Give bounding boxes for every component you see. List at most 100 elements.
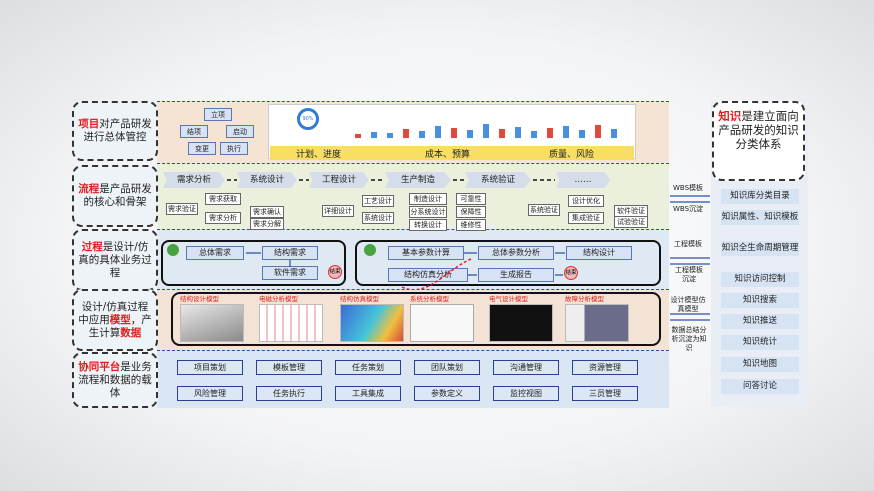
mini-bar bbox=[531, 131, 537, 138]
knowledge-item: 知识推送 bbox=[721, 314, 799, 329]
mini-bar bbox=[403, 129, 409, 138]
model-frame bbox=[171, 292, 661, 346]
flow-sub: 系统设计 bbox=[362, 212, 394, 224]
mini-bar bbox=[611, 129, 617, 138]
mini-bar bbox=[387, 133, 393, 138]
platform-button[interactable]: 工具集成 bbox=[335, 386, 401, 401]
label-model: 设计/仿真过程中应用模型，产生计算数据 bbox=[72, 289, 158, 351]
flow-sub: 保障性 bbox=[456, 206, 486, 218]
flow-stage: …… bbox=[556, 172, 610, 188]
process-step: 结构设计 bbox=[566, 246, 632, 260]
knowledge-item: 知识搜索 bbox=[721, 293, 799, 308]
tree-node: 执行 bbox=[220, 142, 248, 155]
knowledge-item: 知识地图 bbox=[721, 357, 799, 372]
platform-button[interactable]: 任务策划 bbox=[335, 360, 401, 375]
flow-sub: 需求获取 bbox=[205, 193, 241, 205]
end-icon: 结束 bbox=[564, 266, 578, 280]
connector-arrows bbox=[670, 195, 710, 321]
knowledge-item: 问答讨论 bbox=[721, 379, 799, 394]
flow-sub: 设计优化 bbox=[568, 195, 604, 207]
flow-stage: 系统设计 bbox=[237, 172, 297, 188]
knowledge-title: 知识是建立面向产品研发的知识分类体系 bbox=[712, 101, 805, 181]
flow-sub: 需求验证 bbox=[166, 203, 198, 215]
process-step: 总体参数分析 bbox=[478, 246, 554, 260]
platform-button[interactable]: 监控视图 bbox=[493, 386, 559, 401]
mini-bar bbox=[579, 130, 585, 138]
model-image bbox=[410, 304, 474, 342]
model-card: 故障分析模型 bbox=[565, 294, 629, 344]
model-image bbox=[259, 304, 323, 342]
process-right-frame bbox=[355, 240, 661, 286]
mini-bar bbox=[499, 129, 505, 138]
label-process: 过程是设计/仿真的具体业务过程 bbox=[72, 229, 158, 291]
footer-label: 成本、预算 bbox=[425, 150, 471, 160]
mini-bar bbox=[371, 132, 377, 138]
process-step: 结构仿真分析 bbox=[388, 268, 468, 282]
divider bbox=[157, 101, 669, 102]
platform-button[interactable]: 风险管理 bbox=[177, 386, 243, 401]
flow-sub: 需求分解 bbox=[250, 218, 284, 230]
model-card: 结构仿真模型 bbox=[340, 294, 404, 344]
platform-button[interactable]: 沟通管理 bbox=[493, 360, 559, 375]
connector-label: 工程模板 bbox=[674, 240, 702, 248]
mini-bar bbox=[595, 125, 601, 138]
model-image bbox=[180, 304, 244, 342]
model-card: 系统分析模型 bbox=[410, 294, 474, 344]
model-image bbox=[489, 304, 553, 342]
flow-sub: 维修性 bbox=[456, 219, 486, 231]
flow-stage: 工程设计 bbox=[309, 172, 369, 188]
divider bbox=[157, 289, 669, 290]
flow-sub: 可靠性 bbox=[456, 193, 486, 205]
tree-node: 启动 bbox=[226, 125, 254, 138]
mini-bar bbox=[467, 130, 473, 138]
model-image bbox=[340, 304, 404, 342]
process-step: 基本参数计算 bbox=[388, 246, 464, 260]
tree-node: 变更 bbox=[188, 142, 216, 155]
mini-bar bbox=[435, 126, 441, 138]
divider bbox=[157, 350, 669, 351]
mini-bar bbox=[451, 128, 457, 138]
connector-label: 数据总结分析沉淀为知识 bbox=[671, 326, 707, 352]
flow-stage: 需求分析 bbox=[163, 172, 225, 188]
knowledge-item: 知识库分类目录 bbox=[721, 189, 799, 204]
tree-node: 结项 bbox=[180, 125, 208, 138]
label-platform: 协同平台是业务流程和数据的载体 bbox=[72, 352, 158, 408]
flow-sub: 需求确认 bbox=[250, 206, 284, 218]
process-step: 生成报告 bbox=[478, 268, 554, 282]
mini-bar bbox=[355, 134, 361, 138]
knowledge-item: 知识属性、知识模板 bbox=[721, 210, 799, 225]
knowledge-item: 知识访问控制 bbox=[721, 272, 799, 287]
label-project: 项目对产品研发进行总体管控 bbox=[72, 101, 158, 161]
connector-label: WBS沉淀 bbox=[672, 205, 704, 213]
gauge-circle: 90% bbox=[297, 108, 319, 130]
platform-button[interactable]: 资源管理 bbox=[572, 360, 638, 375]
flow-sub: 工艺设计 bbox=[362, 195, 394, 207]
flow-sub: 需求分析 bbox=[205, 212, 241, 224]
flow-stage: 系统验证 bbox=[465, 172, 531, 188]
platform-button[interactable]: 参数定义 bbox=[414, 386, 480, 401]
platform-button[interactable]: 任务执行 bbox=[256, 386, 322, 401]
platform-button[interactable]: 项目策划 bbox=[177, 360, 243, 375]
platform-button[interactable]: 模板管理 bbox=[256, 360, 322, 375]
flow-sub: 详细设计 bbox=[322, 205, 354, 217]
tree-node: 立项 bbox=[204, 108, 232, 121]
flow-sub: 制造设计 bbox=[409, 193, 447, 205]
mini-bar bbox=[483, 124, 489, 138]
flow-sub: 分系统设计 bbox=[409, 206, 447, 218]
footer-label: 质量、风险 bbox=[549, 150, 595, 160]
flow-stage: 生产制造 bbox=[385, 172, 451, 188]
start-icon bbox=[364, 244, 376, 256]
mini-bar bbox=[419, 131, 425, 138]
process-left-frame bbox=[161, 240, 346, 286]
knowledge-item: 知识全生命周期管理 bbox=[721, 241, 799, 256]
project-footer bbox=[270, 146, 634, 160]
platform-button[interactable]: 团队策划 bbox=[414, 360, 480, 375]
divider bbox=[157, 163, 669, 164]
gauge-value: 90% bbox=[302, 116, 314, 122]
knowledge-item: 知识统计 bbox=[721, 335, 799, 350]
start-icon bbox=[167, 244, 179, 256]
mini-bar-chart bbox=[355, 124, 617, 138]
flow-arrows bbox=[227, 179, 555, 181]
platform-button[interactable]: 三员管理 bbox=[572, 386, 638, 401]
footer-label: 计划、进度 bbox=[296, 150, 342, 160]
